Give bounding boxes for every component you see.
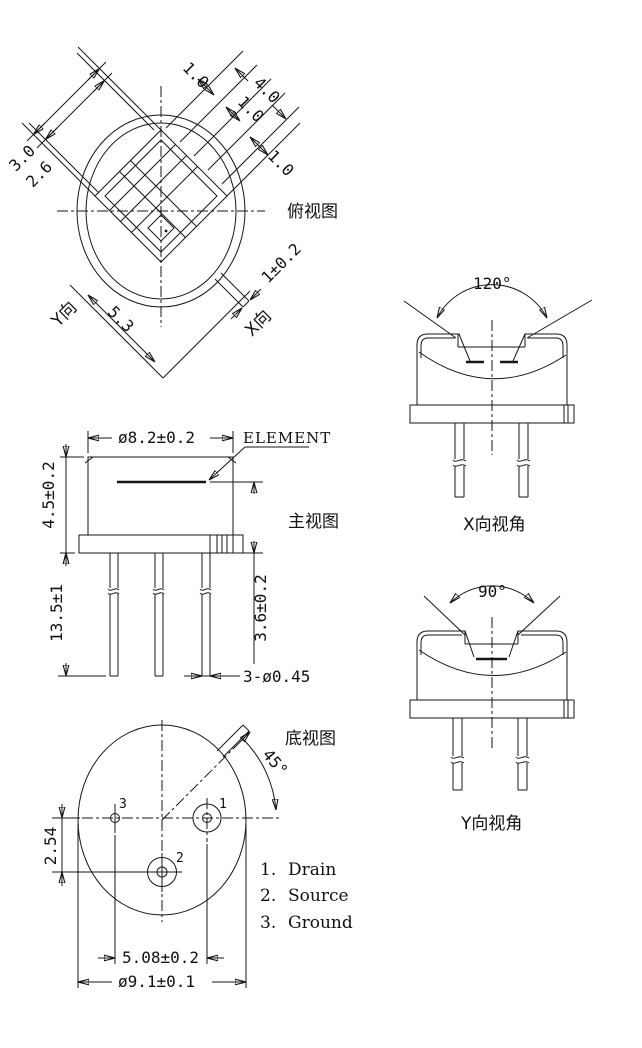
y-view-cap-right: [508, 630, 568, 700]
x-view-hatch-left: [420, 337, 455, 358]
legend-item-label: Drain: [288, 860, 336, 880]
y-view-cap-left: [416, 630, 475, 700]
y-view-title: Y向视角: [460, 814, 522, 834]
bottom-view-dim-pin-offset-text: 2.54: [41, 827, 60, 866]
bottom-view-dim-pin-offset: 2.54: [41, 804, 146, 886]
legend-item-number: 3.: [260, 913, 276, 933]
bottom-view-pin1-number: 1: [219, 797, 227, 812]
legend-item-label: Ground: [288, 913, 353, 933]
bottom-view: 45° 3 1 2 2.54 5.08±0.2: [41, 720, 336, 991]
x-view-title: X向视角: [463, 515, 526, 535]
x-view-angle-text: 120°: [473, 274, 512, 293]
front-view-title: 主视图: [288, 512, 339, 532]
top-view-axis-x-label: X向: [241, 306, 275, 340]
front-view-dim-height: 4.5±0.2: [39, 444, 84, 566]
front-view-flange: [78, 534, 244, 554]
bottom-view-title: 底视图: [285, 729, 336, 749]
x-view-angle: 120°: [403, 274, 593, 339]
bottom-view-dim-angle-text: 45°: [259, 745, 292, 779]
legend-item-label: Source: [288, 886, 349, 906]
front-view-dim-diameter: ø8.2±0.2: [87, 428, 234, 453]
top-view-dim-tab: 1±0.2: [230, 239, 305, 320]
y-view-flange: [409, 699, 575, 719]
pin-legend: 1. Drain 2. Source 3. Ground: [260, 860, 353, 933]
y-view-hatch-right: [521, 634, 564, 655]
bottom-view-pin2-number: 2: [176, 851, 184, 866]
legend-item-number: 1.: [260, 860, 276, 880]
x-view-cap-right: [512, 333, 568, 405]
top-view-dim-1-0a-text: 1.0: [179, 58, 213, 92]
y-view-angle-text: 90°: [478, 582, 507, 601]
top-view-dim-5-3-text: 5.3: [104, 302, 138, 336]
x-view-pins: [452, 423, 531, 498]
front-view: ELEMENT ø8.2±0.2: [39, 428, 339, 686]
top-view-tab: [214, 272, 250, 308]
top-view-dim-tab-text: 1±0.2: [257, 239, 304, 286]
bottom-view-dim-base-diameter: ø9.1±0.1: [77, 824, 247, 991]
front-view-dim-height-text: 4.5±0.2: [39, 461, 58, 528]
top-view-window: [94, 129, 228, 263]
top-view-dims-upper-right: 1.0 4.0 1.0 1.0: [179, 58, 298, 180]
bottom-view-dim-angle: 45°: [239, 732, 292, 810]
front-view-dim-element-height: 3.6±0.2: [210, 481, 270, 664]
bottom-view-dim-pin-spacing: 5.08±0.2: [98, 835, 224, 967]
bottom-view-pin3-number: 3: [119, 797, 127, 812]
x-view-flange: [409, 404, 575, 424]
front-view-dim-pin-diameter: 3-ø0.45: [184, 667, 310, 686]
top-view-centerlines: [57, 86, 265, 327]
top-view: 3.0 2.6 1.0 4.0 1.0 1.0: [5, 46, 338, 379]
x-view-lens-curve: [418, 351, 567, 380]
top-view-axis-y-label: Y向: [47, 298, 81, 332]
bottom-view-pins: [110, 803, 222, 892]
top-view-dim-1-0c-text: 1.0: [264, 146, 298, 180]
front-view-element-label: ELEMENT: [243, 429, 331, 447]
y-view-hatch-left: [420, 634, 462, 655]
front-view-element-leader: ELEMENT: [209, 429, 331, 480]
front-view-dim-diameter-text: ø8.2±0.2: [118, 428, 195, 447]
legend-item-number: 2.: [260, 886, 276, 906]
x-view-hatch-right: [528, 337, 564, 358]
front-view-dim-element-height-text: 3.6±0.2: [251, 574, 270, 641]
x-view-cap-left: [416, 333, 471, 405]
front-view-dim-pin-length-text: 13.5±1: [47, 584, 66, 642]
bottom-view-tab: [216, 724, 250, 758]
y-view-angle: 90°: [423, 582, 561, 636]
y-direction-view: 90° Y向视角: [409, 582, 575, 834]
y-view-pins: [450, 718, 530, 791]
bottom-view-centerlines: [62, 720, 282, 922]
y-view-lens-curve: [418, 649, 567, 676]
x-direction-view: 120° X向视角: [403, 274, 593, 535]
bottom-view-dim-pin-spacing-text: 5.08±0.2: [122, 948, 199, 967]
front-view-dim-pin-length: 13.5±1: [47, 553, 106, 677]
front-view-pins: [107, 553, 212, 677]
front-view-dim-pin-diameter-text: 3-ø0.45: [243, 667, 310, 686]
top-view-title: 俯视图: [287, 202, 338, 222]
front-view-cap-body: [87, 456, 234, 536]
bottom-view-dim-base-diameter-text: ø9.1±0.1: [118, 972, 195, 991]
